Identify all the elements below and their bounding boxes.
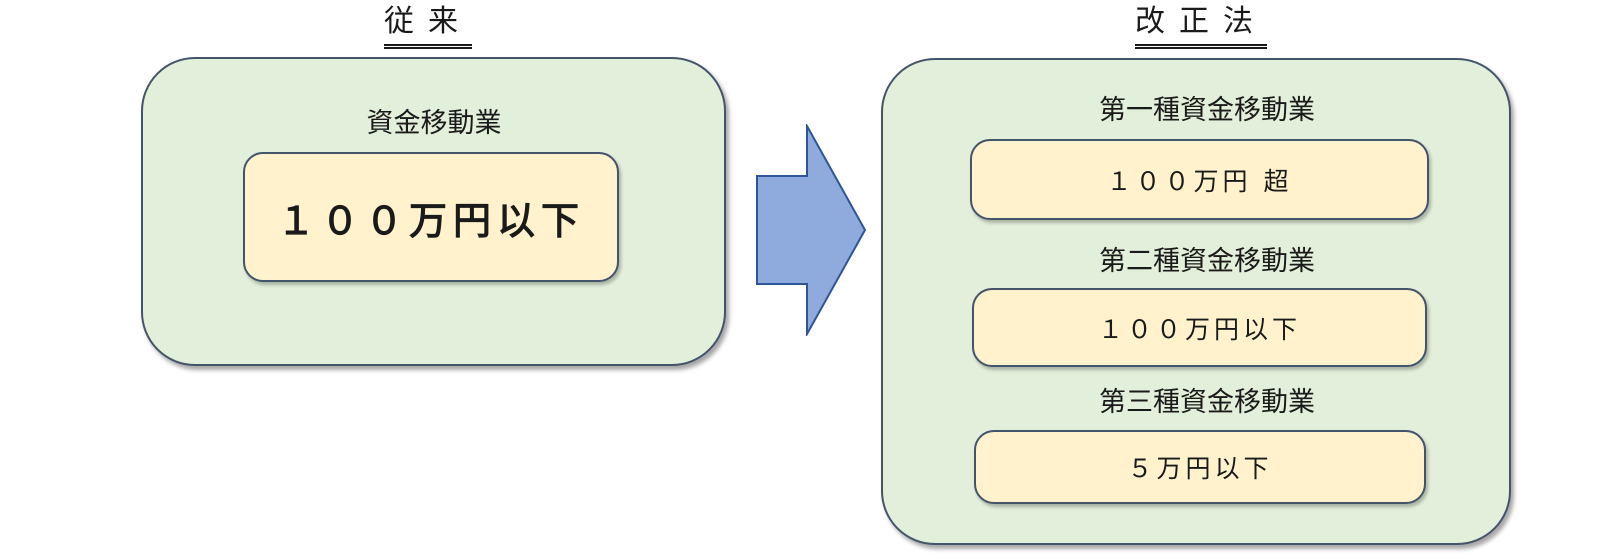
right-arrow-icon [756, 124, 867, 336]
old-limit-box: １００万円以下 [243, 152, 619, 282]
old-category-label: 資金移動業 [366, 108, 502, 139]
category-1-label: 第一種資金移動業 [1099, 95, 1315, 126]
heading-revised-law: 改正法 [1135, 4, 1267, 49]
category-3-label: 第三種資金移動業 [1099, 387, 1315, 418]
category-1-limit-box: １００万円 超 [970, 139, 1429, 220]
category-2-label: 第二種資金移動業 [1099, 246, 1315, 277]
category-2-limit-box: １００万円以下 [972, 288, 1427, 367]
category-3-limit-box: ５万円以下 [974, 430, 1426, 504]
heading-old-system: 従来 [384, 4, 472, 49]
